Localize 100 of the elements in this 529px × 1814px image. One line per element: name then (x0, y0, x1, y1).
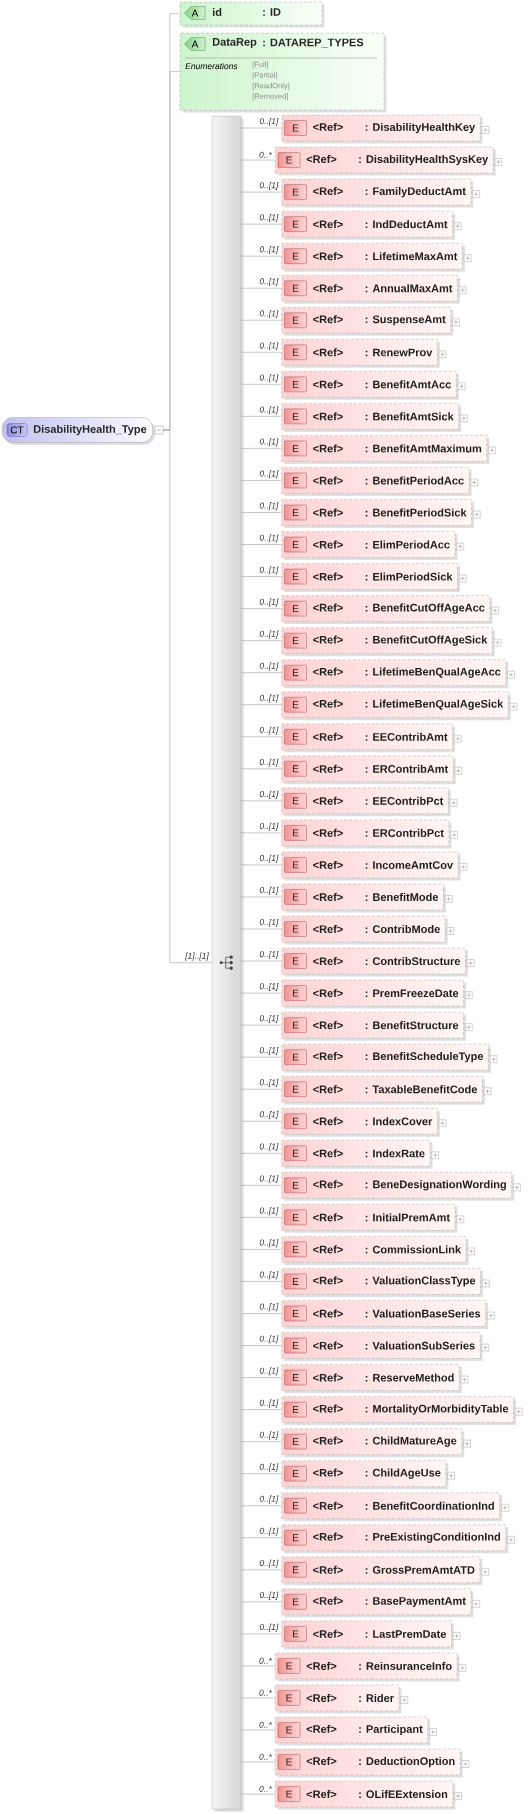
multiplicity-label: 0..[1] (259, 1623, 279, 1632)
connector-line (241, 255, 282, 257)
multiplicity-label: 0..[1] (259, 1079, 279, 1087)
connector-line (241, 287, 282, 289)
element-badge: E (284, 632, 307, 649)
multiplicity-label: 0..[1] (259, 662, 279, 671)
element-badge: E (284, 697, 307, 713)
multiplicity-label: 0..[1] (259, 310, 279, 319)
enumeration-label: Enumerations (185, 62, 238, 70)
multiplicity-label: 0..[1] (259, 1399, 279, 1408)
element-badge: E (284, 985, 307, 1001)
connector-line (241, 544, 282, 545)
element-badge: E (284, 1530, 307, 1546)
multiplicity-label: 0..[1] (259, 246, 279, 254)
element-badge: E (284, 120, 307, 136)
multiplicity-label: [1]..[1] (185, 952, 209, 961)
element-badge: E (284, 953, 307, 969)
element-badge: E (284, 665, 307, 681)
connector-line (241, 1441, 282, 1442)
multiplicity-label: 0..[1] (259, 1463, 279, 1472)
element-badge: E (284, 1466, 307, 1482)
element-badge: E (284, 376, 307, 393)
multiplicity-label: 0..[1] (259, 1431, 279, 1440)
element-badge: E (284, 504, 307, 521)
multiplicity-label: 0..[1] (259, 406, 279, 415)
multiplicity-label: 0..* (259, 1785, 272, 1792)
element-badge: E (284, 216, 307, 232)
element-badge: E (277, 1786, 301, 1802)
connector-line (241, 1377, 282, 1378)
multiplicity-label: 0..* (259, 151, 272, 158)
connector-line (241, 640, 282, 641)
connector-line (241, 416, 282, 417)
multiplicity-label: 0..[1] (259, 181, 279, 190)
connector-line (241, 352, 282, 353)
connector-line (241, 1633, 282, 1635)
multiplicity-label: 0..* (259, 1689, 272, 1696)
multiplicity-label: 0..[1] (259, 950, 279, 959)
connector-line (241, 1473, 282, 1474)
multiplicity-label: 0..[1] (259, 1143, 279, 1152)
connector-line (241, 1601, 282, 1603)
multiplicity-label: 0..[1] (259, 374, 279, 383)
element-badge: E (284, 408, 307, 425)
connector-line (241, 480, 282, 481)
connector-line (241, 800, 282, 802)
multiplicity-label: 0..* (259, 1721, 272, 1728)
connector-line (241, 1185, 282, 1186)
element-badge: E (277, 1658, 301, 1674)
element-badge: E (284, 857, 307, 873)
connector-line (241, 1569, 282, 1571)
multiplicity-label: 0..[1] (259, 1367, 279, 1376)
element-badge: E (284, 1594, 307, 1610)
connector-line (241, 320, 282, 321)
multiplicity-label: 0..[1] (259, 1111, 279, 1120)
connector-line (241, 223, 282, 225)
multiplicity-label: 0..[1] (259, 534, 279, 543)
element-badge: E (284, 889, 307, 905)
multiplicity-label: 0..[1] (259, 726, 279, 735)
multiplicity-label: 0..[1] (259, 1175, 279, 1184)
multiplicity-label: 0..* (259, 1753, 272, 1760)
element-badge: E (284, 1433, 307, 1450)
connector-line (241, 1249, 282, 1250)
multiplicity-label: 0..* (259, 1657, 272, 1664)
connector-line (241, 1505, 282, 1506)
multiplicity-label: 0..[1] (259, 1207, 279, 1216)
connector-line (241, 1281, 282, 1282)
multiplicity-label: 0..[1] (259, 1239, 279, 1248)
element-badge: E (284, 248, 307, 264)
multiplicity-label: 0..[1] (259, 1303, 279, 1312)
connector-line (241, 1313, 282, 1314)
multiplicity-label: 0..[1] (259, 694, 279, 703)
element-badge: E (284, 1562, 307, 1578)
multiplicity-label: 0..[1] (259, 342, 279, 351)
multiplicity-label: 0..[1] (259, 886, 279, 895)
connector-line (241, 1345, 282, 1346)
multiplicity-label: 0..[1] (259, 918, 279, 927)
node-label: : ID (263, 8, 281, 16)
element-badge: E (284, 1369, 307, 1386)
connector-line (241, 448, 282, 449)
element-badge: E (284, 1113, 307, 1129)
multiplicity-label: 0..[1] (259, 1591, 279, 1600)
sequence-bar (212, 116, 244, 1812)
connector-line (162, 429, 213, 963)
connector-line (241, 1537, 282, 1538)
element-badge: E (284, 472, 307, 489)
node-label: id (212, 7, 222, 17)
connector-line (241, 1088, 282, 1090)
element-badge: E (284, 1401, 307, 1418)
element-badge: E (284, 184, 307, 200)
connector-line (241, 576, 282, 577)
multiplicity-label: 0..[1] (259, 438, 279, 447)
multiplicity-label: 0..[1] (259, 1047, 279, 1055)
element-badge: E (284, 1273, 307, 1290)
multiplicity-label: 0..[1] (259, 1271, 279, 1280)
element-badge: E (277, 152, 301, 168)
multiplicity-label: 0..[1] (259, 982, 279, 991)
element-badge: E (284, 1017, 307, 1033)
connector-line (241, 1153, 282, 1154)
element-badge: E (284, 568, 307, 585)
multiplicity-label: 0..[1] (259, 278, 279, 286)
element-badge: E (284, 1049, 307, 1065)
